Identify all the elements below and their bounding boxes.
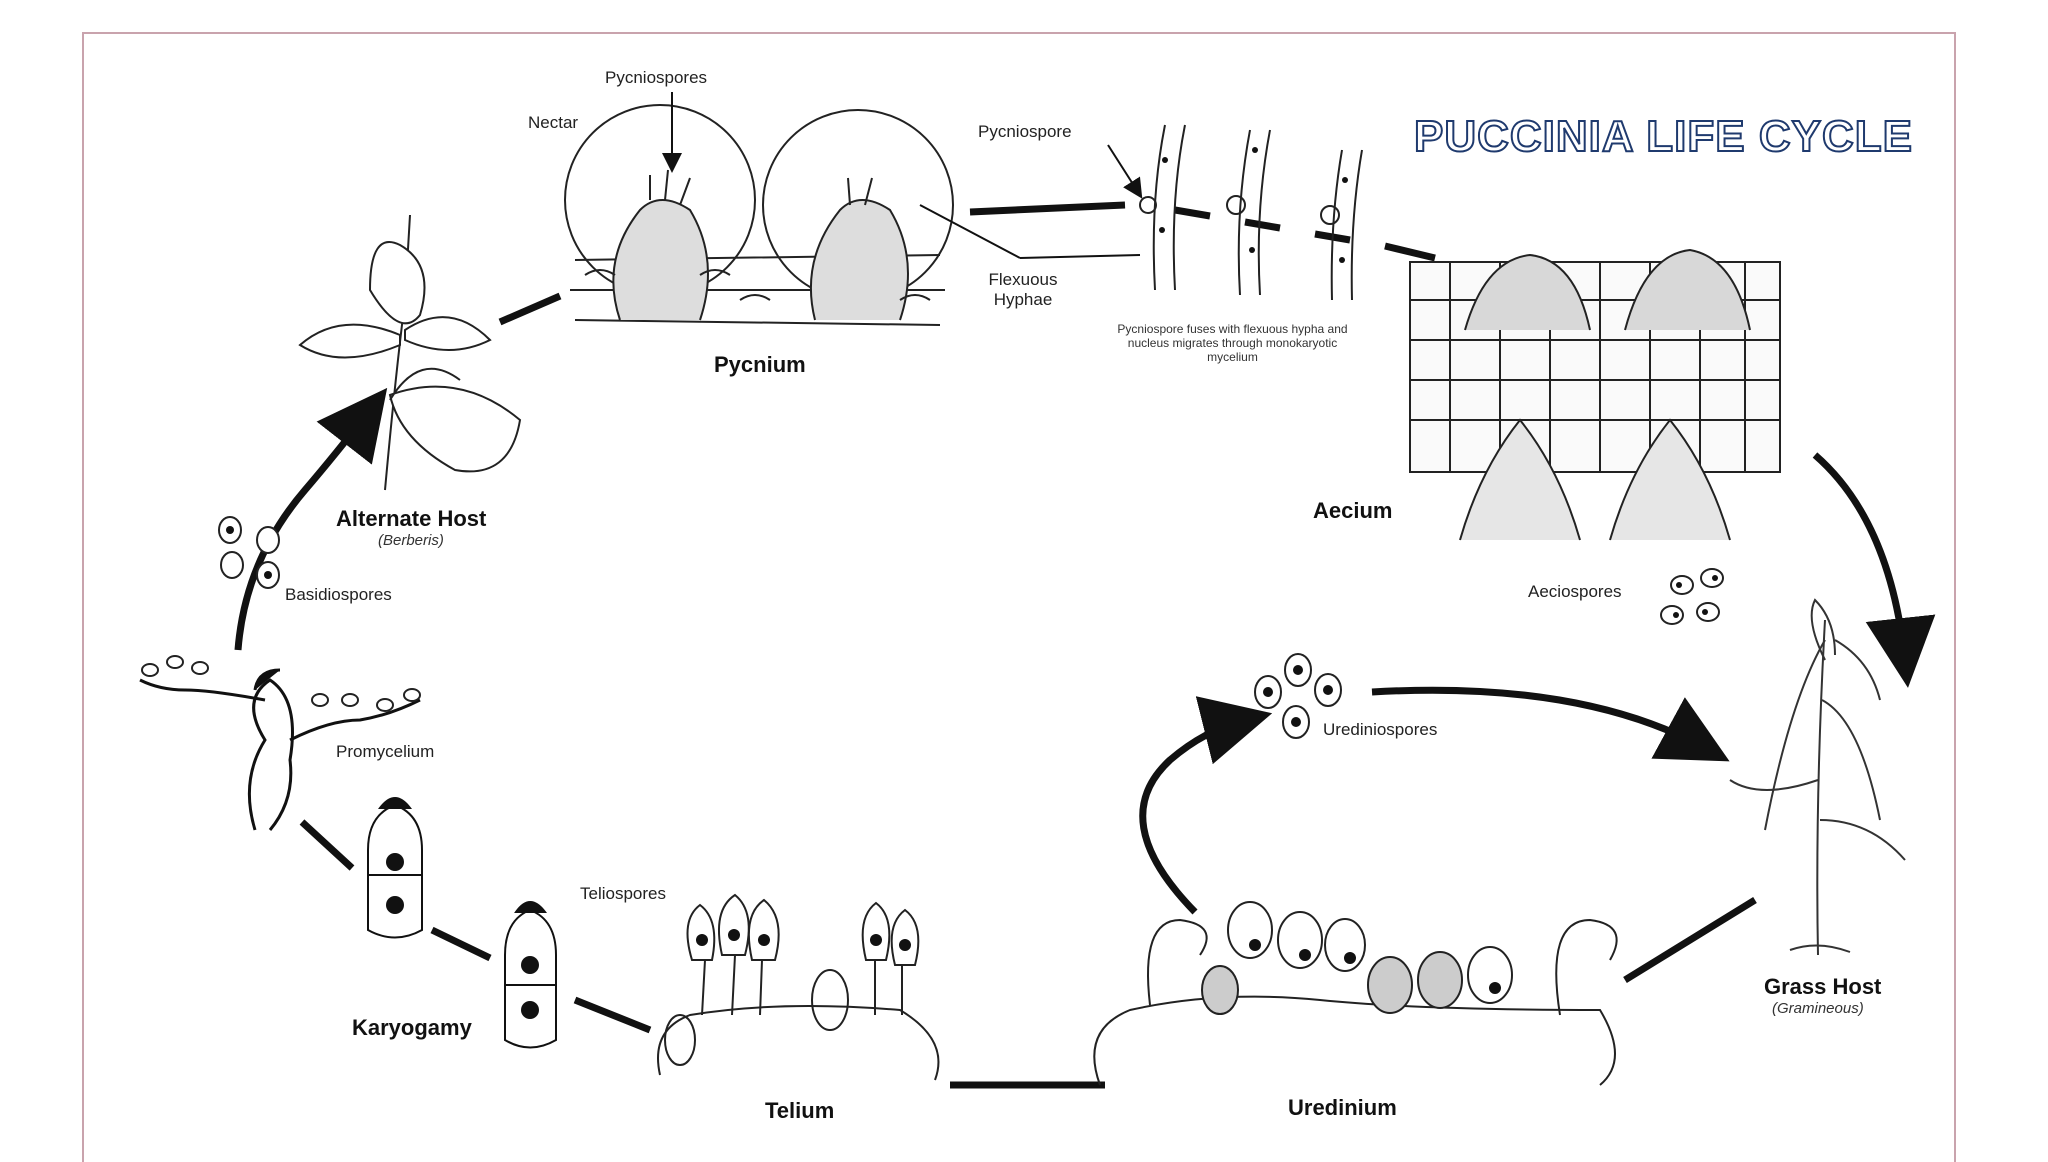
teliospore-nuclei — [696, 929, 911, 951]
label-flexuous-hyphae: Flexuous Hyphae — [988, 270, 1058, 309]
promycelium-illustration — [139, 668, 421, 831]
label-promycelium: Promycelium — [336, 742, 435, 761]
label-uredinium: Uredinium — [1288, 1095, 1397, 1120]
promycelium-spores — [141, 655, 421, 712]
aeciospores-illustration — [1660, 568, 1724, 625]
label-urediniospores: Urediniospores — [1323, 720, 1438, 739]
label-fusion-note: Pycniospore fuses with flexuous hypha an… — [1117, 322, 1348, 364]
connector-karyogamy-to-promycelium — [299, 819, 355, 871]
hyphae-nuclei — [1159, 147, 1348, 263]
label-aeciospores: Aeciospores — [1528, 582, 1622, 601]
diagram-frame — [82, 32, 1956, 1162]
connector-karyogamy-chain — [430, 926, 492, 962]
uredinium-illustration — [1093, 901, 1618, 1086]
urediniospores-illustration — [1254, 653, 1342, 739]
cycle-connectors — [234, 201, 1936, 1089]
label-pycniospore: Pycniospore — [978, 122, 1072, 141]
label-grass-host: Grass Host — [1764, 974, 1882, 999]
urediniospore-nuclei — [1263, 665, 1333, 727]
label-pycniospores: Pycniospores — [605, 68, 708, 87]
pycniospore-pointer — [1107, 144, 1143, 199]
arrow-urediniospores-to-grass — [1371, 686, 1730, 762]
connector-pycnium-to-hyphae — [969, 201, 1126, 216]
aeciospore-nuclei — [1673, 575, 1718, 618]
connector-host-to-pycnium — [498, 292, 562, 326]
flexuous-hyphae-illustration — [1139, 124, 1363, 301]
label-telium: Telium — [765, 1098, 835, 1123]
telium-illustration — [657, 893, 940, 1081]
uredinium-nuclei — [1249, 939, 1501, 994]
aecium-illustration — [1409, 248, 1781, 541]
label-aecium: Aecium — [1313, 498, 1393, 523]
label-pycnium: Pycnium — [714, 352, 806, 377]
flexuous-hyphae-pointer — [919, 204, 1141, 259]
label-basidiospores: Basidiospores — [285, 585, 392, 604]
label-alternate-host-species: (Berberis) — [378, 532, 444, 549]
karyogamy-illustration — [367, 797, 557, 1049]
pycnium-illustration — [564, 104, 954, 326]
connector-grass-to-uredinium — [1623, 897, 1757, 983]
grass-host-illustration — [1729, 598, 1906, 956]
basidiospore-nuclei — [226, 526, 272, 579]
karyogamy-nuclei — [386, 853, 539, 1019]
label-nectar: Nectar — [528, 113, 579, 132]
page-title: PUCCINIA LIFE CYCLE — [1413, 111, 1913, 162]
connector-hyphae-dashes — [1174, 206, 1436, 262]
label-grass-host-species: (Gramineous) — [1772, 1000, 1864, 1017]
connector-telium-to-karyogamy — [573, 996, 652, 1034]
arrow-aecium-to-grass — [1812, 452, 1936, 688]
label-karyogamy: Karyogamy — [352, 1015, 472, 1040]
arrow-uredinium-to-urediniospores — [1139, 696, 1273, 915]
label-alternate-host: Alternate Host — [336, 506, 487, 531]
arrow-basidiospores-to-host — [234, 387, 388, 651]
label-teliospores: Teliospores — [580, 884, 666, 903]
alternate-host-illustration — [298, 214, 522, 491]
